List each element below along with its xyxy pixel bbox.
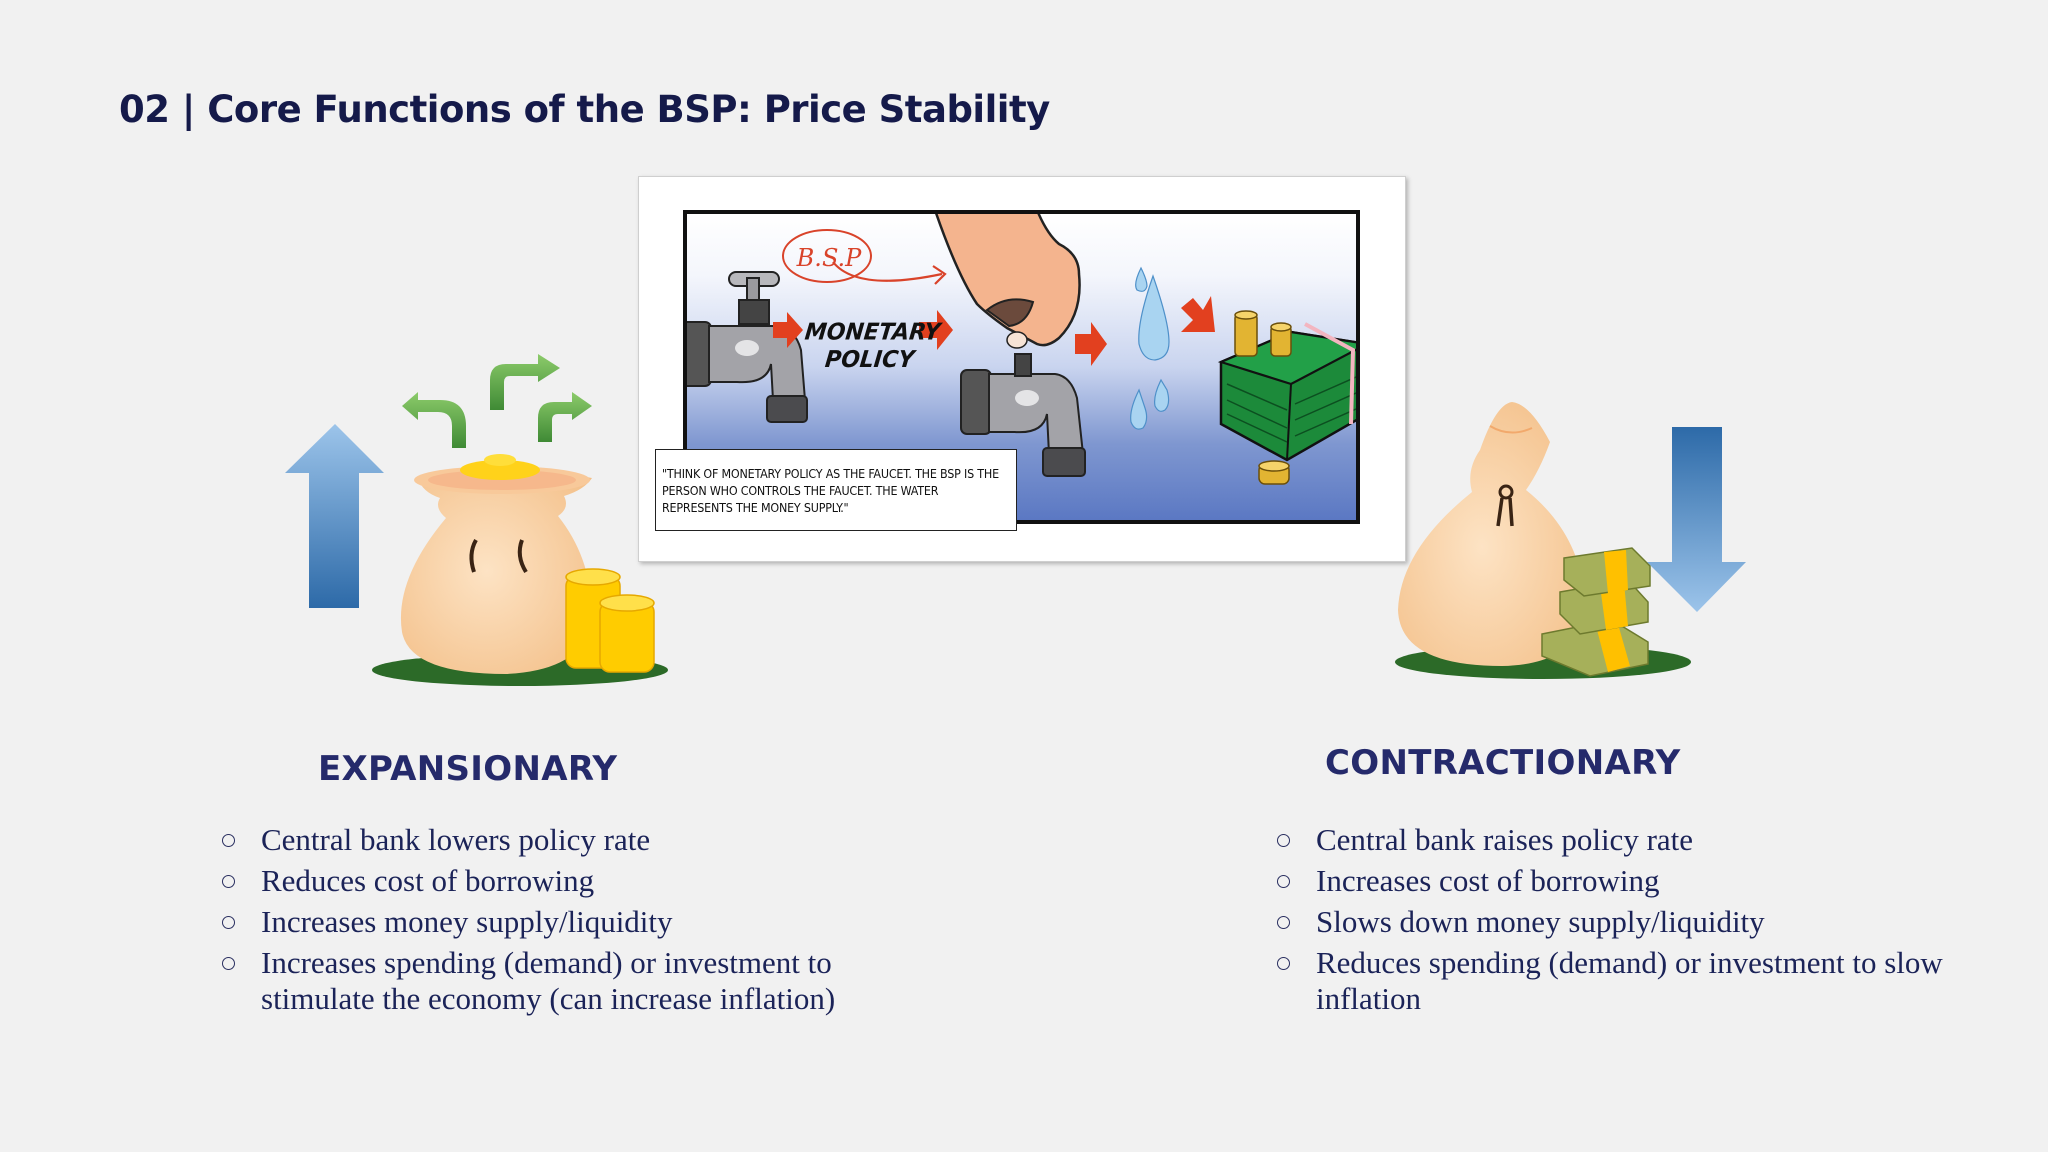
list-item: Reduces spending (demand) or investment … xyxy=(1277,945,1956,1017)
arrow-right-icon xyxy=(1075,322,1107,366)
circle-bullet-icon xyxy=(1277,916,1290,929)
expansionary-illustration xyxy=(285,354,668,686)
contractionary-bullet-list: Central bank raises policy rate Increase… xyxy=(1277,822,1943,1022)
circle-bullet-icon xyxy=(1277,834,1290,847)
expansionary-heading: EXPANSIONARY xyxy=(318,749,618,789)
list-item: Increases spending (demand) or investmen… xyxy=(222,945,951,1017)
monetary-policy-comic: B.S.P MONETARY POLICY "Think of monetary… xyxy=(638,176,1406,562)
cash-bundles-icon xyxy=(1541,547,1651,677)
comic-caption: "Think of monetary policy as the faucet.… xyxy=(655,449,1017,531)
arrow-right-icon xyxy=(1181,296,1215,332)
slide-title: 02 | Core Functions of the BSP: Price St… xyxy=(119,88,1050,131)
circle-bullet-icon xyxy=(222,834,235,847)
circle-bullet-icon xyxy=(222,916,235,929)
circle-bullet-icon xyxy=(1277,957,1290,970)
comic-artwork xyxy=(687,214,1356,485)
arrow-down-icon xyxy=(1647,427,1746,612)
list-item: Central bank lowers policy rate xyxy=(222,822,942,858)
list-item: Central bank raises policy rate xyxy=(1277,822,1937,858)
circle-bullet-icon xyxy=(222,957,235,970)
coin-stack-icon xyxy=(565,568,655,673)
green-branch-arrows-icon xyxy=(402,354,592,448)
bsp-tag: B.S.P xyxy=(796,244,862,272)
hand-icon xyxy=(935,214,1081,349)
money-bag-icon xyxy=(1398,402,1585,666)
circle-bullet-icon xyxy=(222,875,235,888)
arrow-right-icon xyxy=(919,310,953,350)
contractionary-heading: CONTRACTIONARY xyxy=(1325,743,1681,783)
list-item: Reduces cost of borrowing xyxy=(222,863,942,899)
contractionary-illustration xyxy=(1395,402,1746,679)
monetary-policy-label: MONETARY POLICY xyxy=(803,319,942,374)
list-item: Increases money supply/liquidity xyxy=(222,904,942,940)
circle-bullet-icon xyxy=(1277,875,1290,888)
water-drops-icon xyxy=(1130,266,1170,430)
list-item: Increases cost of borrowing xyxy=(1277,863,1937,899)
money-bag-icon xyxy=(400,454,592,674)
coin-stack-icon xyxy=(1234,310,1292,485)
faucet-icon xyxy=(687,271,808,423)
arrow-up-icon xyxy=(285,424,384,608)
money-stack-icon xyxy=(1217,322,1356,462)
faucet-icon xyxy=(960,353,1086,477)
list-item: Slows down money supply/liquidity xyxy=(1277,904,1937,940)
arrow-right-icon xyxy=(773,312,803,348)
expansionary-bullet-list: Central bank lowers policy rate Reduces … xyxy=(222,822,942,1022)
